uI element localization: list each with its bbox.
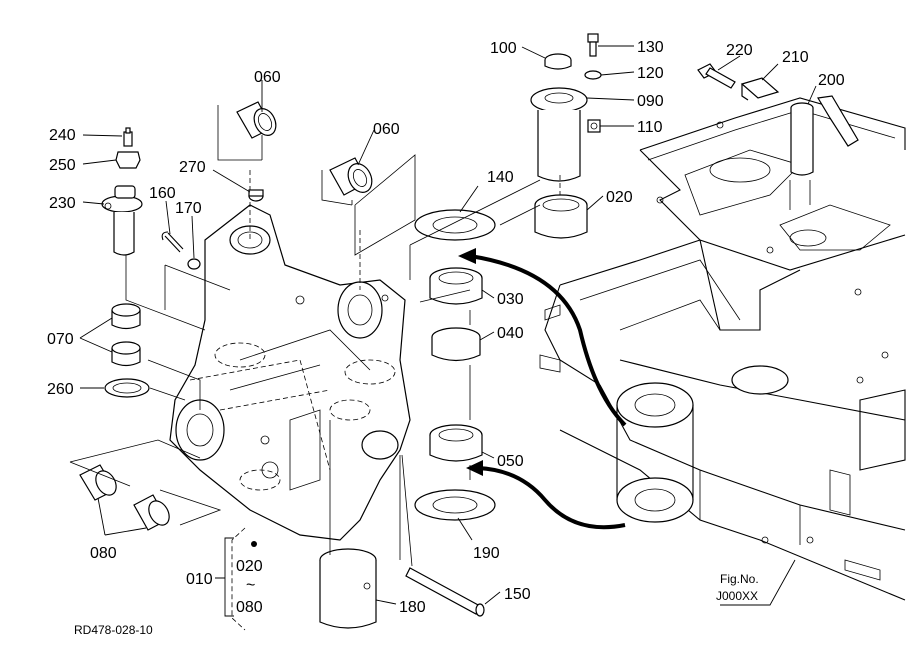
callout-240: 240 (49, 127, 76, 144)
arrow-head-lower (466, 460, 483, 476)
callout-010: 010 (186, 571, 213, 588)
callout-270: 270 (179, 159, 206, 176)
bracket-210 (740, 77, 780, 101)
washer-120 (584, 70, 602, 80)
callout-060-lower: 060 (373, 121, 400, 138)
callout-060-upper: 060 (254, 69, 281, 86)
fig-label: Fig.No. (720, 572, 759, 586)
washer-170 (187, 258, 201, 270)
bolt-220 (697, 63, 736, 89)
bushing-060-lower (329, 157, 373, 196)
callout-070: 070 (47, 331, 74, 348)
callout-040: 040 (497, 325, 524, 342)
plug-270 (248, 189, 264, 202)
bushing-080-right (133, 494, 170, 531)
ring-190 (414, 489, 496, 521)
seal-260 (104, 378, 150, 398)
bushing-060-upper (236, 101, 277, 139)
callout-190: 190 (473, 545, 500, 562)
assembly-guides (69, 105, 811, 567)
callout-110: 110 (637, 119, 663, 136)
bushing-070-upper (111, 303, 141, 330)
kingpin-090 (530, 87, 588, 182)
split-pin-160 (161, 231, 184, 253)
callout-090: 090 (637, 93, 664, 110)
leader-lines (79, 45, 817, 631)
center-parts (319, 33, 602, 629)
callout-210: 210 (782, 49, 809, 66)
callout-080: 080 (90, 545, 117, 562)
callout-100: 100 (490, 40, 517, 57)
bolt-130 (587, 33, 599, 57)
callout-220: 220 (726, 42, 753, 59)
nut-250 (115, 151, 141, 169)
left-parts (79, 101, 373, 531)
callout-250: 250 (49, 157, 76, 174)
cap-100 (544, 53, 572, 70)
callout-050: 050 (497, 453, 524, 470)
pin-200 (790, 95, 859, 176)
upper-right-parts (697, 63, 859, 176)
fig-number: J000XX (716, 589, 758, 603)
pin-180 (319, 548, 377, 629)
callout-140: 140 (487, 169, 514, 186)
callout-230: 230 (49, 195, 76, 212)
callout-170: 170 (175, 200, 202, 217)
range-dot (251, 541, 257, 547)
drawing-code: RD478-028-10 (74, 623, 153, 637)
arrow-head-upper (458, 248, 476, 264)
bearing-030 (429, 267, 483, 305)
axle-frame-drawing (539, 97, 906, 601)
range-separator: ~ (246, 577, 255, 594)
callout-020: 020 (606, 189, 633, 206)
callout-030: 030 (497, 291, 524, 308)
callout-150: 150 (504, 586, 531, 603)
callout-260: 260 (47, 381, 74, 398)
callout-180: 180 (399, 599, 426, 616)
range-end: 080 (236, 599, 263, 616)
nut-110 (587, 119, 601, 133)
callout-160: 160 (149, 185, 176, 202)
grease-nipple-240 (123, 127, 133, 147)
pin-230 (101, 185, 143, 256)
range-start: 020 (236, 558, 263, 575)
bushing-080-left (79, 464, 117, 501)
assembly-arrows (458, 248, 627, 530)
callout-130: 130 (637, 39, 664, 56)
bearing-040 (431, 327, 481, 362)
rod-150 (405, 567, 485, 617)
callouts: 060 060 240 250 230 270 160 170 070 260 … (47, 39, 845, 637)
callout-200: 200 (818, 72, 845, 89)
bearing-050 (429, 424, 483, 462)
knuckle-housing-drawing (169, 170, 411, 541)
bushing-020 (534, 194, 588, 239)
bushing-070-lower (111, 341, 141, 367)
callout-120: 120 (637, 65, 664, 82)
ring-140 (414, 209, 496, 241)
